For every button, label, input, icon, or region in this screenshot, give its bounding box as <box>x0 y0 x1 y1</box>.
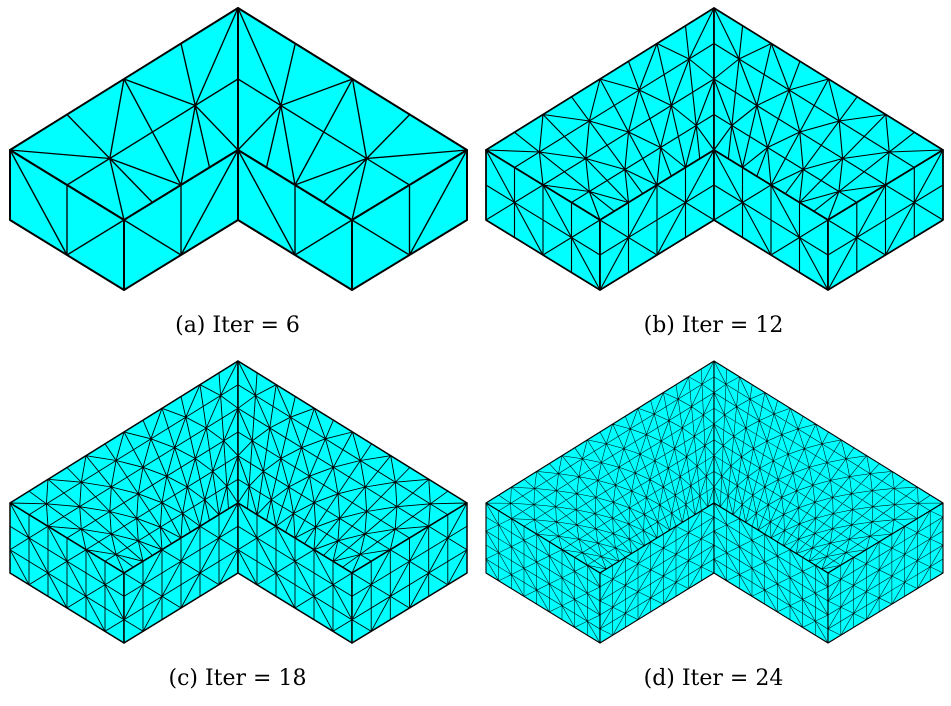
side-face-right-outer <box>827 149 944 291</box>
mesh-view-c <box>9 360 468 644</box>
side-face-right-outer <box>351 149 468 291</box>
mesh-view-b <box>485 7 944 291</box>
panel-b: (b) Iter = 12 <box>476 0 951 353</box>
caption-b: (b) Iter = 12 <box>643 313 784 338</box>
caption-d: (d) Iter = 24 <box>643 666 784 691</box>
panel-c: (c) Iter = 18 <box>0 353 475 706</box>
mesh-view-d <box>485 360 944 644</box>
caption-c: (c) Iter = 18 <box>168 666 307 691</box>
mesh-view-a <box>9 7 468 291</box>
side-face-right-outer <box>827 502 944 644</box>
panel-a: (a) Iter = 6 <box>0 0 475 353</box>
side-face-right-inner <box>237 149 353 291</box>
panel-d: (d) Iter = 24 <box>476 353 951 706</box>
side-face-right-outer <box>351 502 468 644</box>
top-face-right-arm <box>713 7 944 221</box>
caption-a: (a) Iter = 6 <box>175 313 300 338</box>
